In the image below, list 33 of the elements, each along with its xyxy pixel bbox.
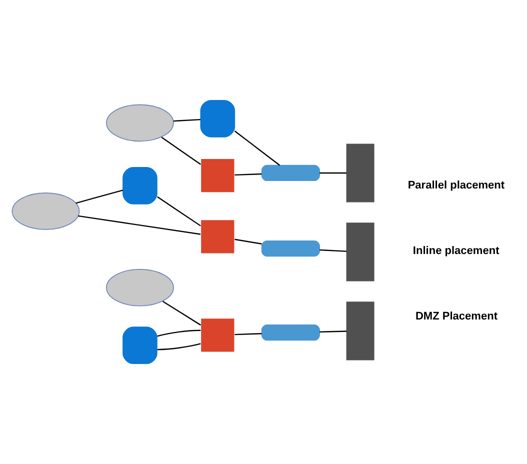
label: DMZ Placement <box>415 310 498 322</box>
connector <box>234 238 262 244</box>
label: Parallel placement <box>408 180 505 192</box>
label: Inline placement <box>412 244 500 257</box>
connector <box>161 136 201 165</box>
connector <box>173 118 200 122</box>
node-cloud <box>106 104 174 142</box>
node-lock <box>122 326 158 364</box>
node-cloud <box>106 268 174 306</box>
node-box <box>261 240 320 257</box>
node-wall <box>200 318 236 353</box>
connector <box>78 215 201 235</box>
node-lock <box>122 167 158 204</box>
connector <box>234 130 280 166</box>
connector <box>234 333 262 336</box>
node-server <box>346 302 374 360</box>
node-server <box>346 222 374 282</box>
connector <box>156 196 201 226</box>
connector <box>162 300 201 326</box>
connector <box>76 190 124 204</box>
node-server <box>346 144 374 202</box>
connector <box>320 330 347 332</box>
node-lock <box>200 100 236 138</box>
node-wall <box>200 158 236 193</box>
node-box <box>261 324 320 341</box>
connector <box>157 343 201 350</box>
node-cloud <box>12 192 80 230</box>
connector <box>234 173 262 176</box>
node-box <box>261 164 320 182</box>
connector <box>320 172 346 174</box>
connector <box>320 249 347 252</box>
node-wall <box>200 219 236 254</box>
connector <box>157 330 201 337</box>
